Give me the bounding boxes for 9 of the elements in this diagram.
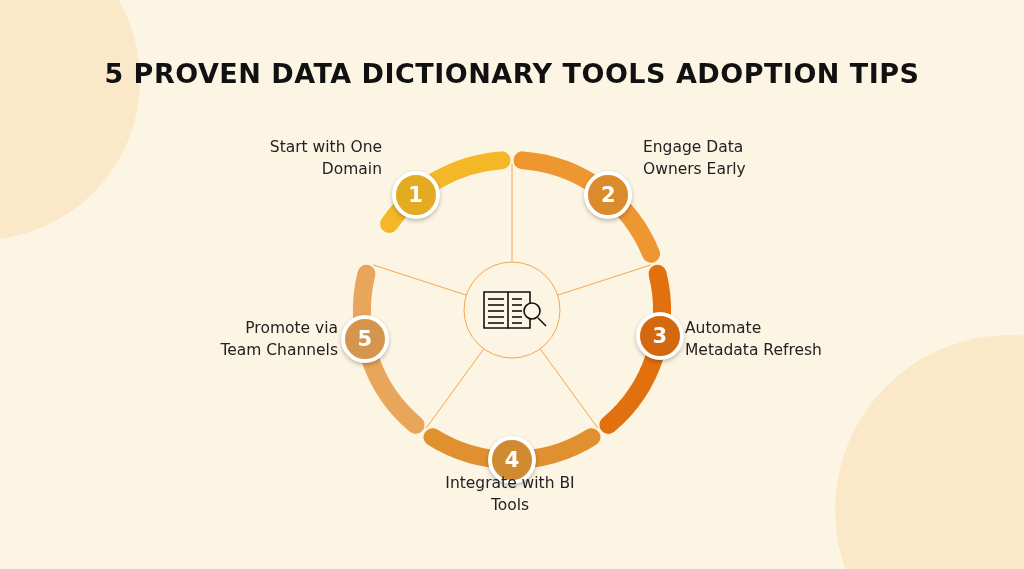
- number-badge: 1: [391, 171, 440, 220]
- number-badge: 3: [635, 312, 684, 361]
- number-badge: 5: [340, 314, 389, 363]
- step-label: Promote via Team Channels: [219, 318, 338, 361]
- step-label: Start with One Domain: [268, 137, 382, 180]
- step-label: Automate Metadata Refresh: [685, 318, 823, 361]
- number-badge: 2: [584, 171, 633, 220]
- title: 5 PROVEN DATA DICTIONARY TOOLS ADOPTION TIPS: [104, 58, 920, 89]
- step-label: Engage Data Owners Early: [643, 137, 747, 180]
